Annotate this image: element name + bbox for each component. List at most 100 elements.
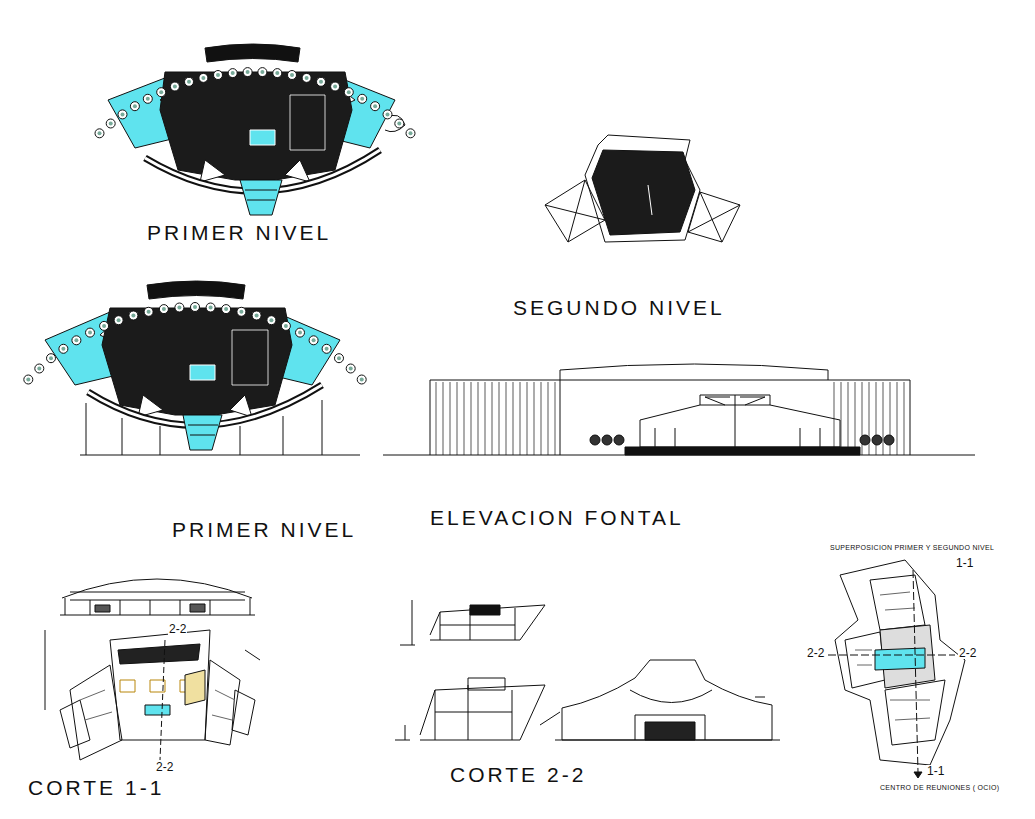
tree-symbol (383, 110, 392, 119)
note-label: CENTRO DE REUNIONES ( OCIO) (880, 784, 999, 791)
tree-core (109, 122, 113, 126)
tree-symbol (47, 354, 56, 363)
tree-symbol (170, 82, 179, 91)
hatch-line (492, 382, 493, 455)
tree-core (373, 104, 377, 108)
label-text: SUPERPOSICION PRIMER Y SEGUNDO NIVEL (830, 544, 994, 551)
drawing-title: CORTE 2-2 (450, 764, 586, 785)
tree-symbol (59, 344, 68, 353)
hatch-line (485, 382, 486, 455)
tree-core (298, 331, 302, 335)
tree-core (37, 367, 41, 371)
shrub (590, 435, 600, 445)
section-marker: 2-2 (806, 647, 825, 659)
tree-core (231, 71, 235, 75)
hatch-line (883, 382, 884, 455)
label-text: 2-2 (959, 646, 976, 660)
tree-symbol (322, 344, 331, 353)
hatch-line (506, 382, 507, 455)
hatch-line (841, 382, 842, 455)
tree-core (349, 367, 353, 371)
tree-core (49, 356, 53, 360)
drawing-title: ELEVACION FONTAL (430, 507, 684, 528)
tree-symbol (214, 71, 223, 80)
tree-core (337, 356, 341, 360)
tree-core (146, 97, 150, 101)
label-text: 2-2 (156, 760, 173, 774)
tree-core (284, 324, 288, 328)
overlay-plan (828, 560, 965, 778)
shrub (614, 435, 624, 445)
tree-symbol (346, 364, 355, 373)
tree-core (305, 76, 309, 80)
tree-symbol (395, 119, 404, 128)
drawing-title: CORTE 1-1 (28, 777, 164, 798)
hatch-line (555, 382, 556, 455)
hatch-line (443, 382, 444, 455)
hatch-line (855, 382, 856, 455)
note-label: SUPERPOSICION PRIMER Y SEGUNDO NIVEL (830, 544, 994, 551)
label-text: CORTE 1-1 (28, 776, 164, 799)
tree-core (177, 306, 181, 310)
section-marker: 2-2 (155, 761, 174, 773)
shrub (872, 435, 882, 445)
tree-symbol (86, 328, 95, 337)
hatch-line (541, 382, 542, 455)
section-marker: 1-1 (955, 557, 974, 569)
tree-symbol (159, 305, 168, 314)
hatch-line (834, 382, 835, 455)
hatch-line (520, 382, 521, 455)
label-text: 2-2 (169, 622, 186, 636)
tree-core (133, 104, 137, 108)
tree-symbol (100, 321, 109, 330)
tree-core (88, 331, 92, 335)
hatch-line (464, 382, 465, 455)
tree-core (239, 310, 243, 314)
tree-symbol (191, 303, 200, 312)
tree-symbol (357, 375, 366, 384)
tree-core (117, 318, 121, 322)
hatch-line (513, 382, 514, 455)
tree-symbol (288, 71, 297, 80)
label-text: PRIMER NIVEL (172, 518, 356, 541)
label-text: 2-2 (807, 646, 824, 660)
tree-symbol (267, 316, 276, 325)
tree-core (333, 85, 337, 89)
tree-symbol (371, 102, 380, 111)
tree-core (74, 338, 78, 342)
tree-symbol (331, 82, 340, 91)
tree-core (290, 73, 294, 77)
hatch-line (450, 382, 451, 455)
hatch-line (457, 382, 458, 455)
tree-core (98, 131, 102, 135)
tree-core (360, 97, 364, 101)
label-text: CORTE 2-2 (450, 763, 586, 786)
tree-core (246, 70, 250, 74)
tree-symbol (206, 303, 215, 312)
hatch-line (897, 382, 898, 455)
tree-core (173, 85, 177, 89)
shrub (602, 435, 612, 445)
shrub (884, 435, 894, 445)
tree-symbol (252, 311, 261, 320)
tree-core (131, 314, 135, 318)
tree-core (319, 80, 323, 84)
tree-symbol (175, 303, 184, 312)
second-floor-plan (545, 135, 740, 242)
tree-symbol (317, 77, 326, 86)
tree-symbol (228, 69, 237, 78)
tree-symbol (302, 73, 311, 82)
hatch-line (904, 382, 905, 455)
tree-core (147, 310, 151, 314)
tree-core (312, 338, 316, 342)
front-elevation (383, 364, 975, 455)
tree-symbol (281, 321, 290, 330)
tree-core (386, 112, 390, 116)
tree-symbol (72, 336, 81, 345)
tree-symbol (35, 364, 44, 373)
tree-core (360, 378, 364, 382)
tree-symbols (24, 68, 894, 445)
shrub (860, 435, 870, 445)
tree-core (61, 347, 65, 351)
drawing-title: PRIMER NIVEL (147, 222, 331, 243)
